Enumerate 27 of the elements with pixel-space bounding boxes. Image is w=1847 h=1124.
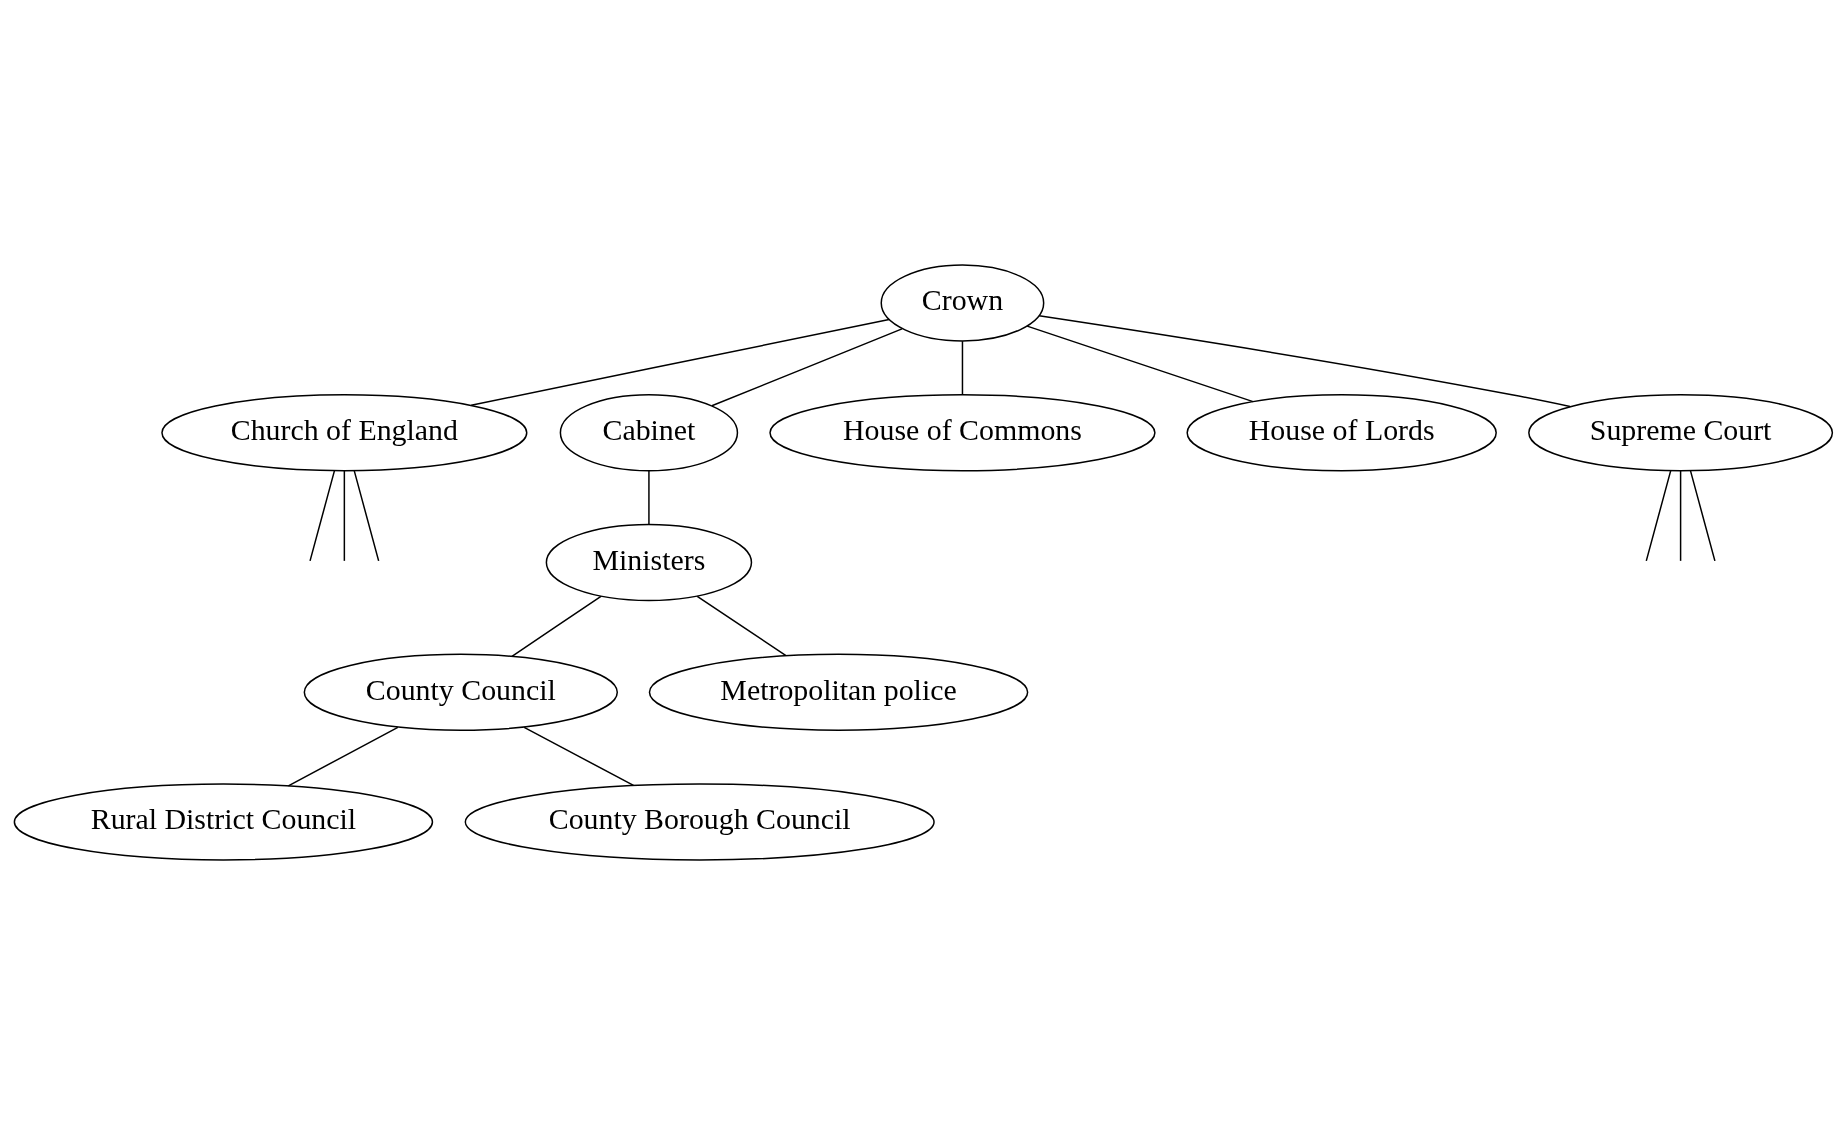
- connector: [1679, 469, 1682, 562]
- node-ellipse: Rural District Council: [13, 782, 434, 861]
- node-ellipse: County Council: [303, 653, 619, 731]
- connector: [309, 469, 336, 562]
- node-ellipse: Metropolitan police: [648, 653, 1029, 731]
- node-ellipse: Crown: [880, 263, 1045, 342]
- connector: [1689, 469, 1716, 562]
- node-ellipse: County Borough Council: [464, 782, 935, 861]
- node-ellipse: Supreme Court: [1528, 393, 1834, 471]
- connector: [470, 318, 890, 406]
- connector: [1645, 469, 1672, 562]
- connector: [1026, 324, 1254, 402]
- node-ellipse: Cabinet: [559, 393, 739, 471]
- node-ellipse: House of Commons: [769, 393, 1156, 471]
- node-ellipse: Church of England: [161, 393, 528, 471]
- connector: [961, 339, 964, 395]
- connector: [696, 595, 787, 656]
- node-ellipse: Ministers: [545, 523, 753, 601]
- connector: [523, 726, 635, 786]
- connector: [1038, 314, 1571, 407]
- node-ellipse: House of Lords: [1186, 393, 1497, 471]
- connector: [343, 469, 346, 562]
- connector: [287, 726, 399, 787]
- connector: [353, 469, 380, 562]
- connector: [648, 469, 650, 525]
- connector: [711, 327, 903, 407]
- connector: [511, 595, 602, 657]
